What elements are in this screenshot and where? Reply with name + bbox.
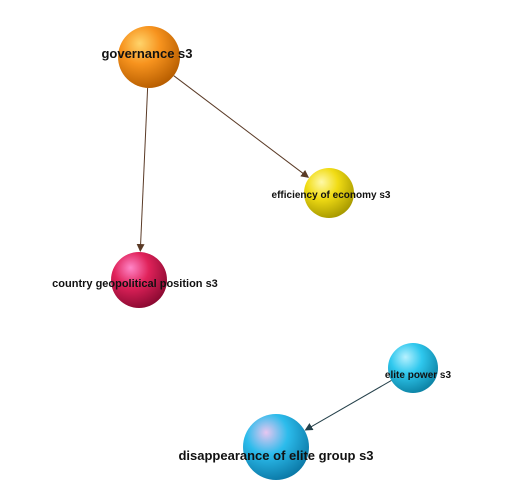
node-label-disappearance: disappearance of elite group s3 [178, 448, 373, 463]
edge-governance-to-efficiency [173, 75, 310, 178]
edge-governance-to-country [136, 87, 149, 253]
nodes-layer [111, 26, 438, 480]
node-label-efficiency: efficiency of economy s3 [272, 190, 391, 201]
node-label-country: country geopolitical position s3 [52, 278, 218, 290]
node-disappearance[interactable] [243, 414, 309, 480]
node-label-elite_power: elite power s3 [385, 370, 452, 381]
node-efficiency[interactable] [304, 168, 354, 218]
node-country[interactable] [111, 252, 167, 308]
node-elite_power[interactable] [388, 343, 438, 393]
labels-layer: governance s3 efficiency of economy s3 cou… [52, 46, 451, 463]
node-label-governance: governance s3 [101, 46, 192, 61]
edges-layer [136, 75, 392, 431]
edge-elite_power-to-disappearance [304, 380, 392, 431]
node-governance[interactable] [118, 26, 180, 88]
